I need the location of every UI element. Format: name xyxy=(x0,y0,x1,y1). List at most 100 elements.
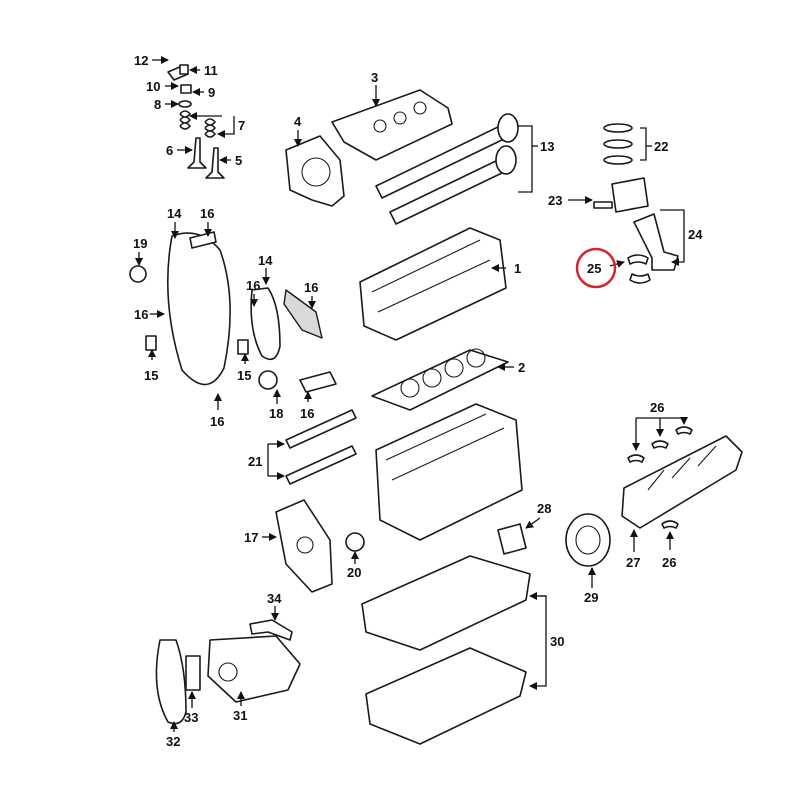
exhaust-cam-sprocket xyxy=(495,145,517,175)
gasket-bore-1 xyxy=(400,378,420,398)
oil-pump-sprocket xyxy=(218,662,238,682)
exhaust-valve-part xyxy=(205,147,225,179)
callout-2: 2 xyxy=(518,360,525,375)
cylinder-head-part xyxy=(359,227,507,341)
crank-pulley-part xyxy=(565,513,611,567)
piston-pin-part xyxy=(593,201,613,209)
valve-cover-boss xyxy=(393,111,407,125)
thrust-washer-part xyxy=(661,520,679,529)
callout-8: 8 xyxy=(154,97,161,112)
balance-shaft-upper xyxy=(285,409,357,449)
front-cover-seal-bore xyxy=(296,536,314,554)
callout-24: 24 xyxy=(688,227,703,242)
leader-24 xyxy=(660,209,685,266)
callout-16: 16 xyxy=(210,414,224,429)
callout-3: 3 xyxy=(371,70,378,85)
main-bearing-2 xyxy=(651,440,669,449)
callout-6: 6 xyxy=(166,143,173,158)
callout-23: 23 xyxy=(548,193,562,208)
callout-31: 31 xyxy=(233,708,247,723)
piston-ring-2 xyxy=(603,139,633,149)
crankshaft-part xyxy=(621,435,743,529)
lower-oil-pan-part xyxy=(365,647,527,745)
valve-cover-part xyxy=(331,89,453,161)
chain-tensioner-left xyxy=(145,335,157,351)
cylinder-head-detail xyxy=(371,239,491,313)
leader-30 xyxy=(529,595,547,690)
idler-sprocket-part xyxy=(129,265,147,283)
callout-21: 21 xyxy=(248,454,262,469)
rear-timing-cover-part xyxy=(285,135,345,207)
rod-bearing-upper xyxy=(627,254,649,265)
chain-tensioner-right xyxy=(237,339,249,355)
intake-cam-sprocket xyxy=(497,113,519,143)
leader-28 xyxy=(525,517,541,529)
hydraulic-lifter-part xyxy=(179,64,189,75)
oil-pump-part xyxy=(207,635,301,703)
callout-13: 13 xyxy=(540,139,554,154)
callout-16: 16 xyxy=(246,278,260,293)
callout-12: 12 xyxy=(134,53,148,68)
rod-bearing-lower xyxy=(629,273,651,284)
valve-seal-part xyxy=(178,100,192,108)
gasket-bore-2 xyxy=(422,368,442,388)
chain-guide-right xyxy=(283,289,323,339)
callout-14: 14 xyxy=(258,253,273,268)
callout-16: 16 xyxy=(304,280,318,295)
head-gasket-part xyxy=(371,349,509,411)
callout-34: 34 xyxy=(267,591,282,606)
balance-shaft-lower xyxy=(285,445,357,485)
valve-cover-boss xyxy=(413,101,427,115)
callout-18: 18 xyxy=(269,406,283,421)
callout-27: 27 xyxy=(626,555,640,570)
oil-pump-chain xyxy=(155,639,187,725)
callout-33: 33 xyxy=(184,710,198,725)
callout-16: 16 xyxy=(200,206,214,221)
piston-ring-3 xyxy=(603,155,633,165)
callout-16: 16 xyxy=(300,406,314,421)
callout-30: 30 xyxy=(550,634,564,649)
callout-20: 20 xyxy=(347,565,361,580)
callout-26: 26 xyxy=(650,400,664,415)
upper-oil-pan-part xyxy=(361,555,531,651)
callout-5: 5 xyxy=(235,153,242,168)
front-timing-cover-part xyxy=(275,499,333,593)
callout-15: 15 xyxy=(144,368,158,383)
callout-26: 26 xyxy=(662,555,676,570)
callout-11: 11 xyxy=(204,63,218,78)
callout-10: 10 xyxy=(146,79,160,94)
callout-17: 17 xyxy=(244,530,258,545)
callout-32: 32 xyxy=(166,734,180,749)
valve-keeper-part xyxy=(180,84,192,94)
camshafts-group xyxy=(375,113,519,225)
oil-pump-chain-guide xyxy=(185,655,201,691)
leader-lines xyxy=(135,56,688,732)
valve-spring-right xyxy=(204,118,216,138)
valve-cover-boss xyxy=(373,119,387,133)
callout-25: 25 xyxy=(587,261,601,276)
crankshaft-throws xyxy=(647,445,717,491)
callout-14: 14 xyxy=(167,206,182,221)
cover-opening-detail xyxy=(301,157,331,187)
engine-block-detail xyxy=(385,413,505,481)
callout-29: 29 xyxy=(584,590,598,605)
chain-guide-lower xyxy=(299,371,337,393)
intake-valve-part xyxy=(187,137,207,169)
callout-19: 19 xyxy=(133,236,147,251)
exhaust-camshaft-part xyxy=(389,159,505,225)
crank-gear-part xyxy=(345,532,365,552)
crank-sprocket-part xyxy=(258,370,278,390)
valve-train-group xyxy=(167,64,225,179)
callout-7: 7 xyxy=(238,118,245,133)
gasket-bore-4 xyxy=(466,348,486,368)
leader-7 xyxy=(217,116,235,138)
callout-1: 1 xyxy=(514,261,521,276)
piston-ring-1 xyxy=(603,123,633,133)
valve-spring-left xyxy=(179,110,191,130)
secondary-timing-chain xyxy=(250,287,281,361)
engine-block-part xyxy=(375,403,523,541)
callout-4: 4 xyxy=(294,114,302,129)
main-bearing-1 xyxy=(627,454,645,463)
callout-22: 22 xyxy=(654,139,668,154)
leader-13-bracket xyxy=(518,125,533,193)
